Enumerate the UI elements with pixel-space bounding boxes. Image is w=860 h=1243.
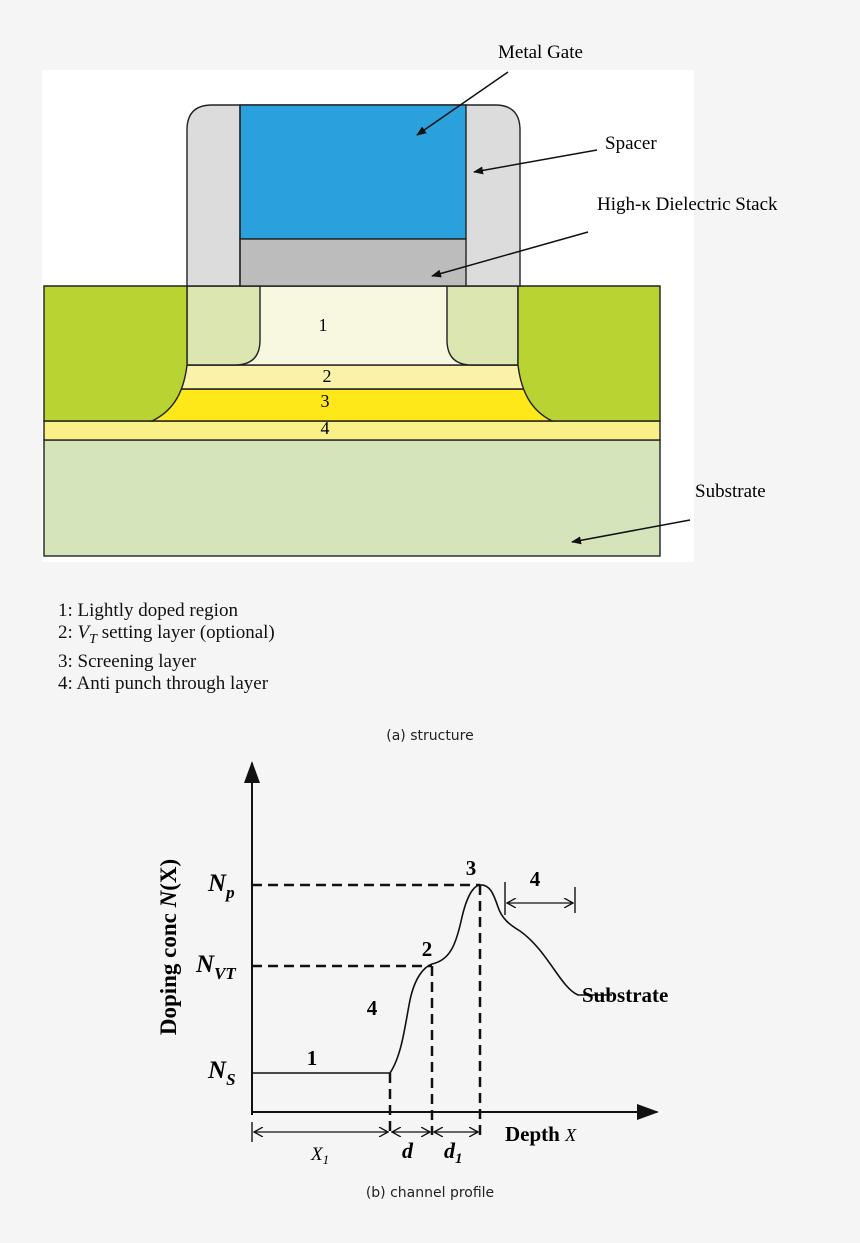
region-1-label: 1 <box>307 1046 318 1070</box>
x1-dim-sub: 1 <box>323 1152 330 1167</box>
right-extension <box>446 285 519 366</box>
x-axis-label: Depth X <box>505 1122 577 1146</box>
layer-3-number: 3 <box>321 391 330 411</box>
dielectric-arrow <box>431 231 589 278</box>
doping-profile-curve <box>252 884 612 1074</box>
layer-legend: 1: Lightly doped region 2: VT setting la… <box>58 600 275 695</box>
region-4-right-label: 4 <box>530 867 541 891</box>
x-axis-label-prefix: Depth <box>505 1122 565 1146</box>
dielectric-label: High-κ Dielectric Stack <box>597 194 778 215</box>
region-4-left-label: 4 <box>367 996 378 1020</box>
high-k-dielectric <box>239 238 467 287</box>
y-axis-label: Doping conc N(X) <box>156 859 181 1035</box>
spacer-label: Spacer <box>605 133 657 154</box>
tick-np-main: N <box>207 870 227 897</box>
substrate-arrow <box>571 519 691 545</box>
legend-item-1: 1: Lightly doped region <box>58 600 238 621</box>
substrate-region <box>43 439 661 557</box>
tick-nvt: NVT <box>195 951 236 983</box>
legend-item-2: 2: VT setting layer (optional) <box>58 622 275 651</box>
legend-item-2-sub: T <box>89 631 97 647</box>
d1-dim-main: d <box>444 1138 456 1163</box>
x1-dim-label: X1 <box>310 1144 329 1167</box>
layer-2-number: 2 <box>323 366 332 386</box>
tick-ns-main: N <box>207 1057 227 1084</box>
tick-ns-sub: S <box>226 1070 235 1089</box>
screening-layer <box>149 388 555 422</box>
d1-dim-sub: 1 <box>455 1151 463 1167</box>
spacer-arrow <box>473 149 598 175</box>
vt-setting-layer <box>178 364 525 390</box>
metal-gate-arrow <box>416 71 509 136</box>
legend-item-4: 4: Anti punch through layer <box>58 672 269 694</box>
region-2-label: 2 <box>422 937 433 961</box>
metal-gate-label: Metal Gate <box>498 42 583 63</box>
d-dim-label: d <box>402 1138 414 1163</box>
x1-dim-main: X <box>310 1144 324 1165</box>
legend-item-3: 3: Screening layer <box>58 650 197 672</box>
legend-item-2-prefix: 2: <box>58 622 78 643</box>
source-region <box>43 285 188 422</box>
tick-nvt-main: N <box>195 951 215 978</box>
profile-substrate-label: Substrate <box>582 983 668 1007</box>
legend-item-2-suffix: setting layer (optional) <box>96 622 275 643</box>
layer-1-number: 1 <box>319 315 328 335</box>
substrate-label: Substrate <box>695 481 766 502</box>
y-axis-label-prefix: Doping conc <box>156 907 181 1035</box>
y-axis-label-func: N <box>156 889 181 908</box>
d1-dim-label: d1 <box>444 1138 463 1167</box>
region-3-label: 3 <box>466 856 477 880</box>
tick-np-sub: p <box>224 883 235 902</box>
caption-structure: (a) structure <box>386 728 474 744</box>
structure-diagram: 1 2 3 4 Metal Gate Spacer High-κ Dielect… <box>42 42 778 562</box>
tick-np: Np <box>207 870 235 902</box>
x-axis-label-var: X <box>564 1125 577 1145</box>
tick-nvt-sub: VT <box>214 964 236 983</box>
y-axis-label-suffix: (X) <box>156 859 181 891</box>
left-extension <box>186 285 261 366</box>
anti-punch-layer <box>43 420 661 441</box>
tick-ns: NS <box>207 1057 236 1089</box>
drain-region <box>517 285 661 422</box>
layer-4-number: 4 <box>321 418 330 438</box>
legend-item-2-symbol: V <box>77 622 90 643</box>
channel-profile-diagram: Doping conc N(X) Np NVT NS 1 4 2 3 4 Sub… <box>156 761 668 1167</box>
caption-channel-profile: (b) channel profile <box>365 1185 495 1201</box>
